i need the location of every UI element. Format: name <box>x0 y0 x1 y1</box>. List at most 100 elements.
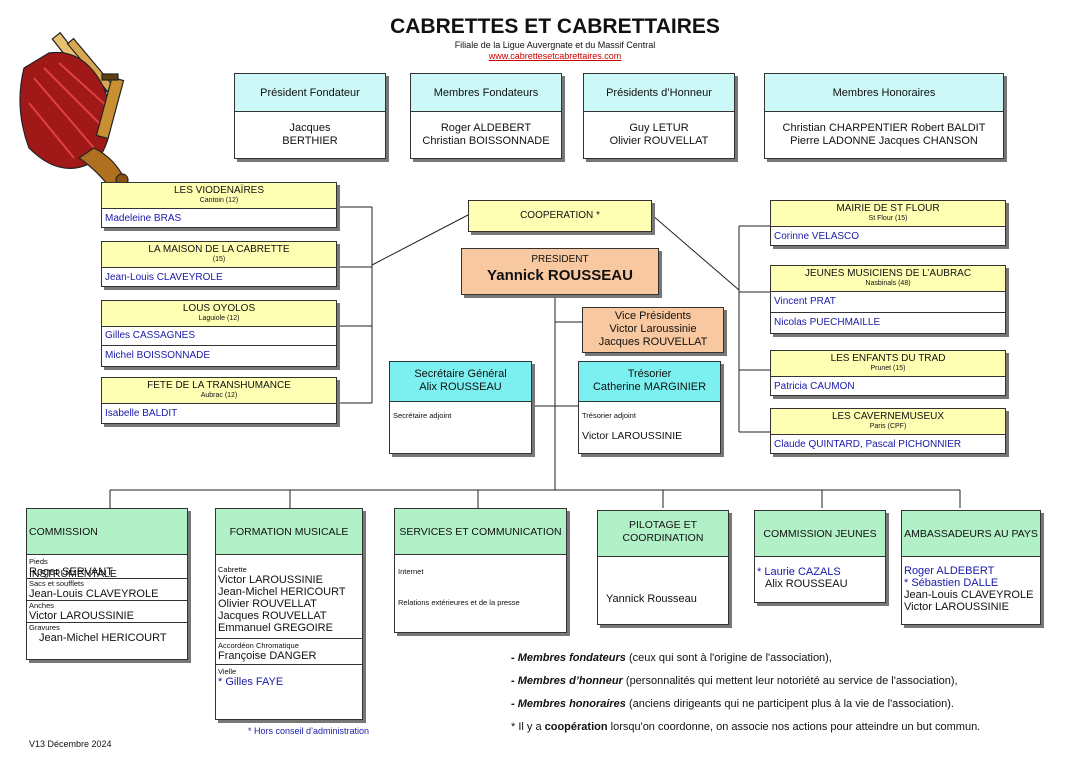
commission-title: SERVICES ET COMMUNICATION <box>395 509 566 555</box>
section-name: Roger SERVANT <box>29 566 113 578</box>
jeune-name: Alix ROUSSEAU <box>765 578 848 590</box>
group-name: LES ENFANTS DU TRAD <box>830 353 946 364</box>
tresorier-title: Trésorier <box>627 368 672 380</box>
president-box: PRESIDENT Yannick ROUSSEAU <box>461 248 659 295</box>
group-place: Nasbinals (48) <box>865 280 911 287</box>
ambassadeurs-box: AMBASSADEURS AU PAYS Roger ALDEBERT * Sé… <box>901 510 1041 625</box>
group-place: Prunet (15) <box>870 365 906 372</box>
commission-title: COMMISSION INSTRUMENTALE <box>27 509 187 580</box>
org-header: CABRETTES ET CABRETTAIRES Filiale de la … <box>320 14 790 62</box>
secretaire-name: Alix ROUSSEAU <box>419 381 502 393</box>
vice-label: Vice Présidents <box>614 310 692 322</box>
group-member: Vincent PRAT <box>771 291 1005 312</box>
section-name: Jean-Louis CLAVEYROLE <box>29 588 159 600</box>
website-link[interactable]: www.cabrettesetcabrettaires.com <box>488 51 622 61</box>
group-place: St Flour (15) <box>868 215 908 222</box>
group-name: LA MAISON DE LA CABRETTE <box>148 244 290 255</box>
membres-honoraires-box: Membres Honoraires Christian CHARPENTIER… <box>764 73 1004 159</box>
tresorier-box: Trésorier Catherine MARGINIER Trésorier … <box>578 361 721 454</box>
commission-title: FORMATION MUSICALE <box>216 509 362 555</box>
vice-presidents-box: Vice Présidents Victor Laroussinie Jacqu… <box>582 307 724 353</box>
presidents-honneur-box: Présidents d’Honneur Guy LETUR Olivier R… <box>583 73 735 159</box>
legend-item: - Membres honoraires (anciens dirigeants… <box>511 693 1081 716</box>
tresorier-adjoint-label: Trésorier adjoint <box>582 411 636 420</box>
teacher-name: Jacques ROUVELLAT <box>218 610 327 622</box>
section-label: Sacs et soufflets <box>29 579 84 588</box>
bagpipe-icon <box>19 31 129 187</box>
secretaire-title: Secrétaire Général <box>414 368 507 380</box>
secretaire-adjoint-label: Secrétaire adjoint <box>393 411 452 420</box>
secretaire-box: Secrétaire Général Alix ROUSSEAU Secréta… <box>389 361 532 454</box>
teacher-name: Olivier ROUVELLAT <box>218 598 317 610</box>
services-communication-box: SERVICES ET COMMUNICATION Internet Relat… <box>394 508 567 633</box>
group-place: Paris (CPF) <box>869 423 907 430</box>
section-label: Cabrette <box>218 565 247 574</box>
role-name: Olivier ROUVELLAT <box>609 135 709 147</box>
legend-star: * Il y a <box>511 721 545 733</box>
role-name: Jacques <box>289 122 331 134</box>
group-place: Laguiole (12) <box>198 315 240 322</box>
tresorier-adjoint: Victor LAROUSSINIE <box>582 430 683 442</box>
group-member: Isabelle BALDIT <box>102 403 336 424</box>
section-label: Anches <box>29 601 55 610</box>
role-name: Christian CHARPENTIER Robert BALDIT <box>782 122 986 134</box>
group-place: Cantoin (12) <box>199 197 239 204</box>
group-name: JEUNES MUSICIENS DE L’AUBRAC <box>804 268 972 279</box>
section-name: Victor LAROUSSINIE <box>29 610 134 622</box>
commission-instrumentale-box: COMMISSION INSTRUMENTALE Pieds Roger SER… <box>26 508 188 660</box>
role-title: Membres Honoraires <box>765 74 1003 112</box>
group-member: Corinne VELASCO <box>771 226 1005 247</box>
ambassadeur-name: Victor LAROUSSINIE <box>904 601 1009 613</box>
group-member: Patricia CAUMON <box>771 376 1005 397</box>
role-name: Guy LETUR <box>629 122 689 134</box>
teacher-name: Françoise DANGER <box>218 650 317 662</box>
legend-term: - Membres d’honneur <box>511 675 623 687</box>
role-title: Membres Fondateurs <box>411 74 561 112</box>
group-member: Gilles CASSAGNES <box>102 326 336 345</box>
section-label: Pieds <box>29 557 48 566</box>
group-name: LES VIODENAÏRES <box>173 185 265 196</box>
role-name: BERTHIER <box>282 135 338 147</box>
section-label: Accordéon Chromatique <box>218 641 299 650</box>
president-fondateur-box: Président Fondateur Jacques BERTHIER <box>234 73 386 159</box>
commission-title: AMBASSADEURS AU PAYS <box>902 511 1040 557</box>
ambassadeur-name: Jean-Louis CLAVEYROLE <box>904 589 1034 601</box>
section-label: Gravures <box>29 623 60 632</box>
teacher-name: Jean-Michel HERICOURT <box>218 586 346 598</box>
version-label: V13 Décembre 2024 <box>29 739 112 749</box>
group-name: LES CAVERNEMUSEUX <box>831 411 945 422</box>
legend: - Membres fondateurs (ceux qui sont à l'… <box>511 647 1081 739</box>
legend-text: (anciens dirigeants qui ne participent p… <box>625 698 954 710</box>
section-name: Jean-Michel HERICOURT <box>39 632 167 644</box>
legend-text: (personnalités qui mettent leur notoriét… <box>622 675 958 687</box>
legend-term: - Membres honoraires <box>511 698 626 710</box>
legend-item: - Membres fondateurs (ceux qui sont à l'… <box>511 647 1081 670</box>
page-title: CABRETTES ET CABRETTAIRES <box>390 15 720 38</box>
formation-musicale-box: FORMATION MUSICALE Cabrette Victor LAROU… <box>215 508 363 720</box>
role-name: Roger ALDEBERT <box>440 122 532 134</box>
membres-fondateurs-box: Membres Fondateurs Roger ALDEBERT Christ… <box>410 73 562 159</box>
vice-name: Victor Laroussinie <box>609 323 697 335</box>
group-name: MAIRIE DE ST FLOUR <box>836 203 940 214</box>
teacher-name: Victor LAROUSSINIE <box>218 574 323 586</box>
tresorier-name: Catherine MARGINIER <box>592 381 707 393</box>
service-item: Relations extérieures et de la presse <box>398 598 520 607</box>
president-name: Yannick ROUSSEAU <box>487 267 633 284</box>
group-name: LOUS OYOLOS <box>182 303 256 314</box>
jeune-name: * Laurie CAZALS <box>757 566 841 578</box>
legend-text: lorsqu'on coordonne, on associe nos acti… <box>607 721 981 733</box>
cooperation-box: COOPERATION * <box>468 200 652 232</box>
section-label: Vielle <box>218 667 237 676</box>
president-label: PRESIDENT <box>531 254 589 265</box>
pilotage-name: Yannick Rousseau <box>606 593 697 605</box>
teacher-name: * Gilles FAYE <box>218 676 284 688</box>
group-place: Aubrac (12) <box>200 392 238 399</box>
group-member: Michel BOISSONNADE <box>102 345 336 366</box>
role-title: Présidents d’Honneur <box>584 74 734 112</box>
teacher-name: Emmanuel GREGOIRE <box>218 622 333 634</box>
